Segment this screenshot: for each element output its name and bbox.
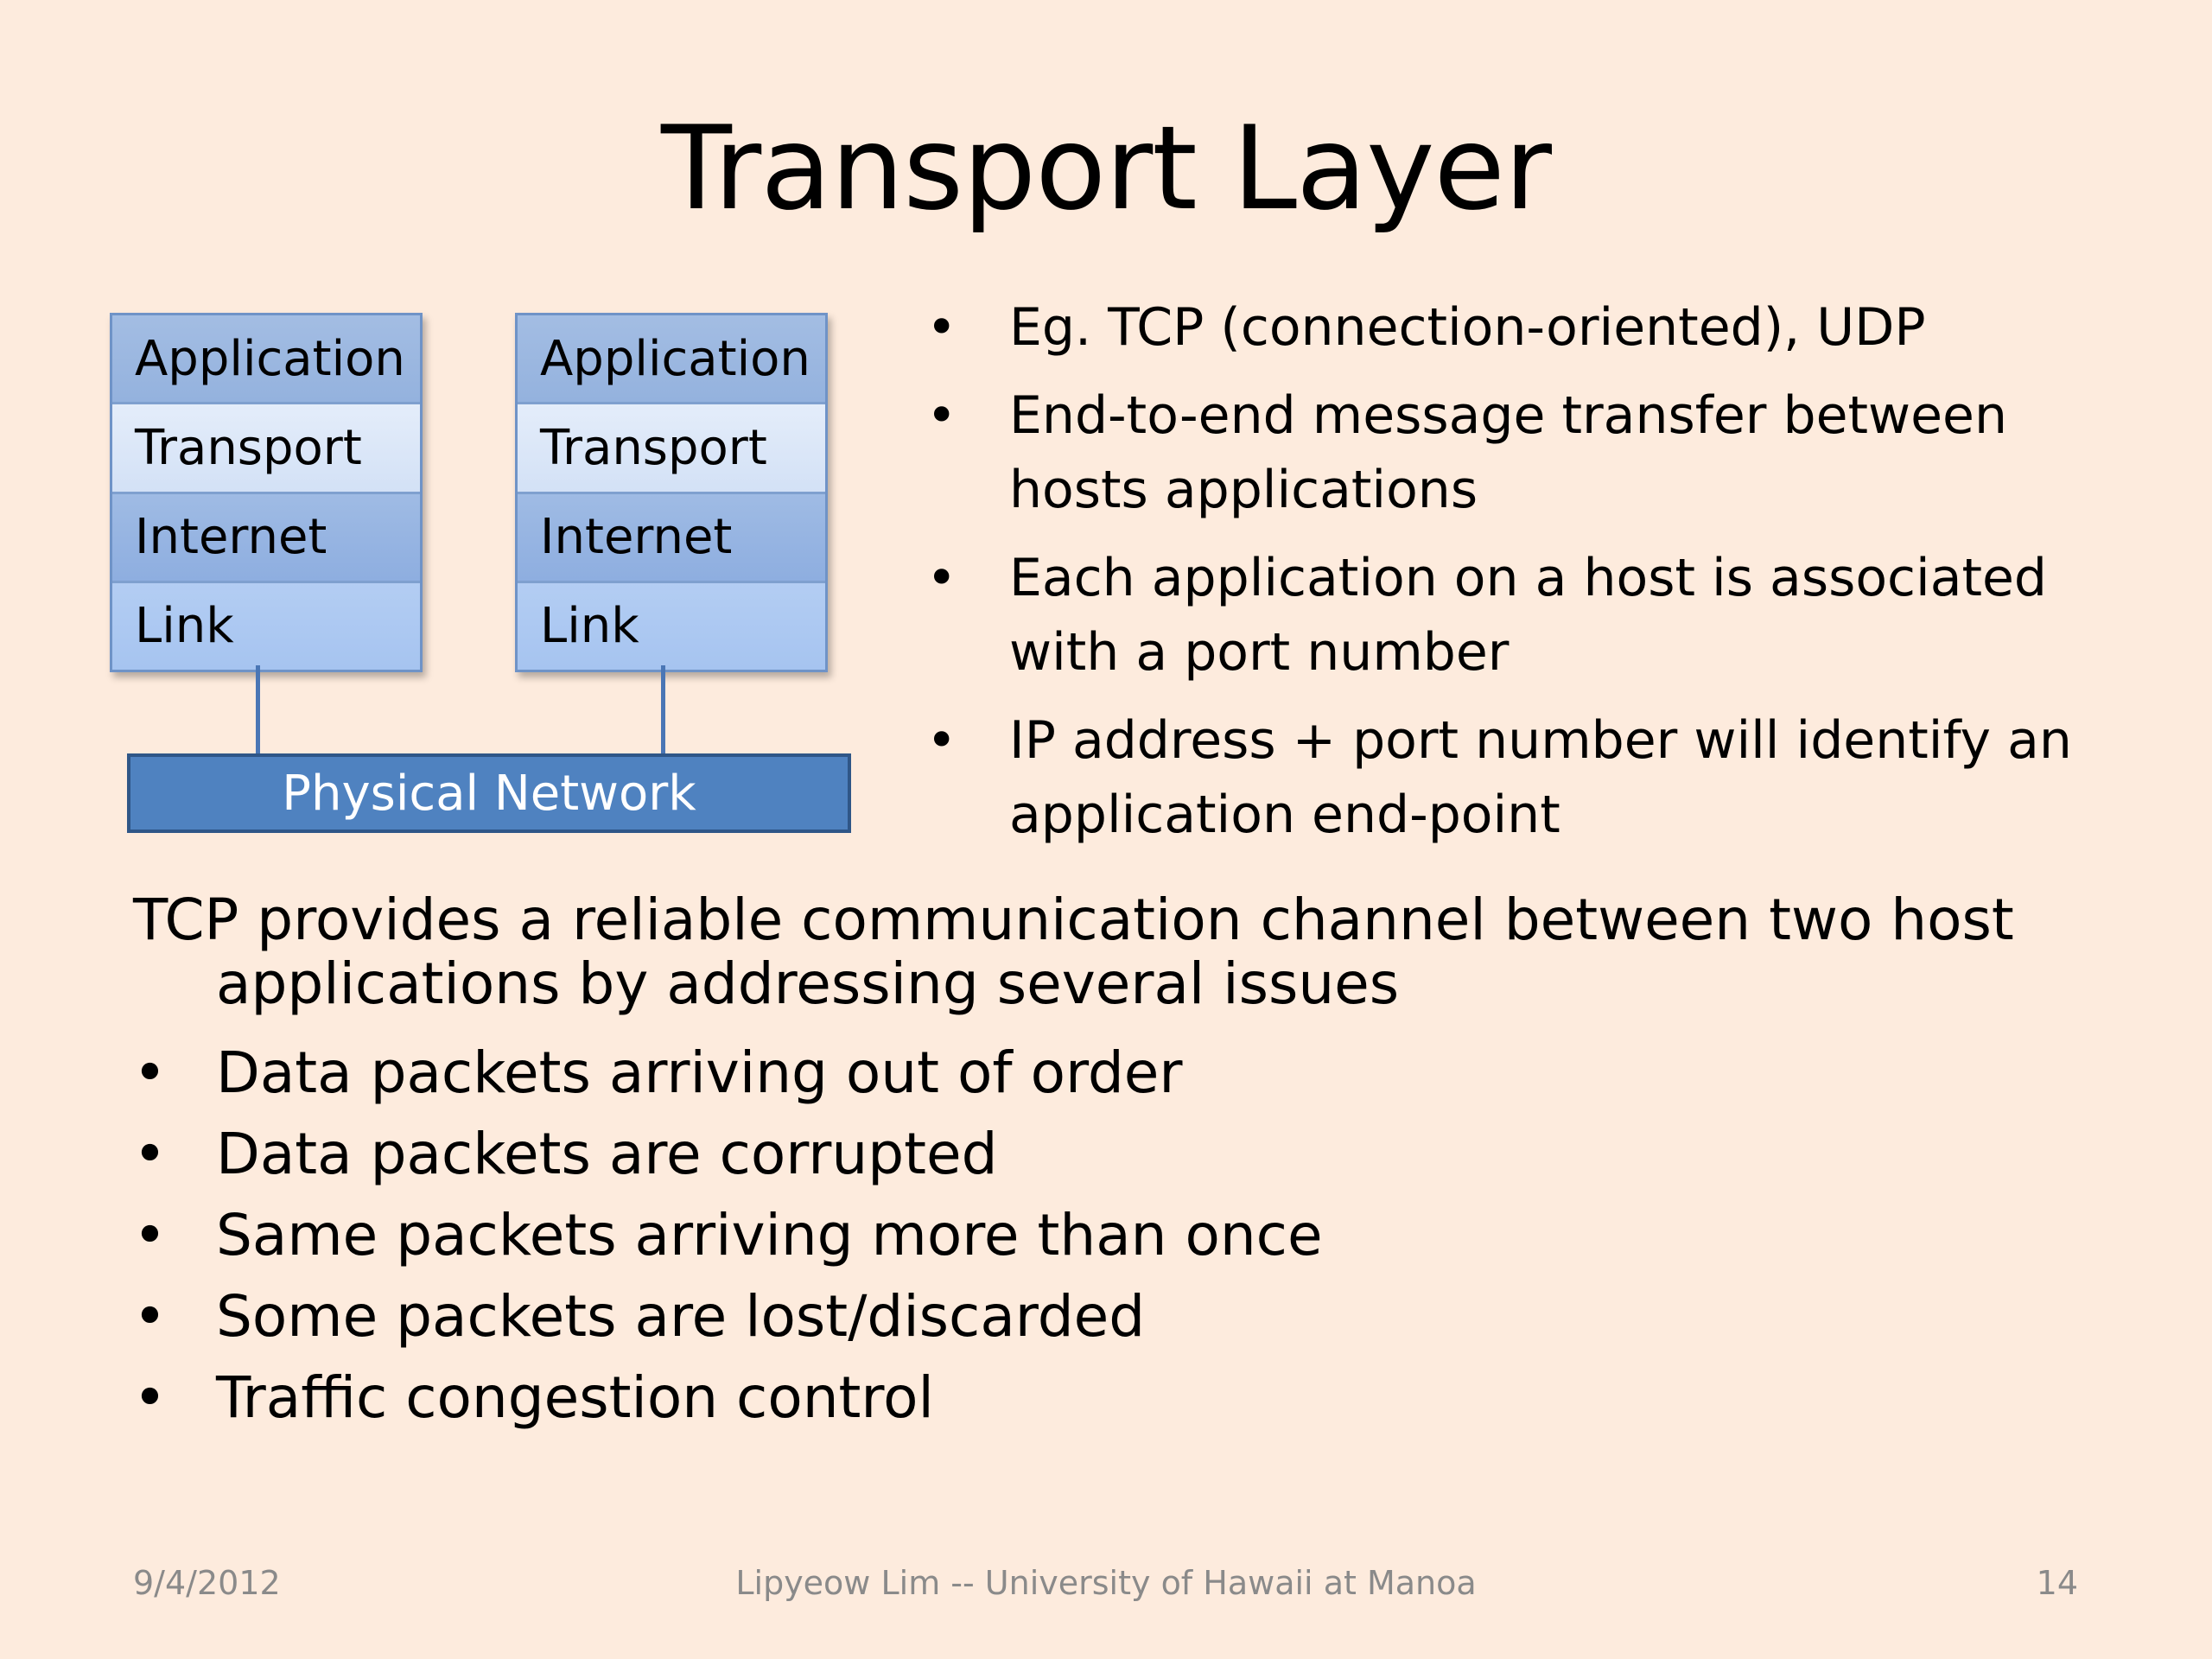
physical-network-bar: Physical Network [127,753,851,833]
right-bullet-item: • Each application on a host is associat… [923,541,2150,690]
tcp-issue-text: Data packets are corrupted [216,1121,998,1187]
bullet-dot: • [133,1202,167,1268]
connector-line-right [661,665,665,755]
stack-right-internet-layer: Internet [518,493,825,583]
tcp-issue-text: Traffic congestion control [216,1364,934,1431]
right-bullet-item: • Eg. TCP (connection-oriented), UDP [923,290,2150,365]
footer-page-number: 14 [2036,1564,2078,1602]
tcp-issue-text: Some packets are lost/discarded [216,1283,1146,1350]
protocol-stack-right: Application Transport Internet Link [515,313,828,672]
tcp-issue-item: • Data packets are corrupted [133,1114,2120,1195]
tcp-intro-line-2: applications by addressing several issue… [216,950,1400,1017]
stack-left-transport-layer: Transport [112,404,420,494]
right-bullet-item: • End-to-end message transfer between ho… [923,378,2150,527]
slide-title: Transport Layer [661,101,1552,236]
stack-left-application-layer: Application [112,315,420,405]
connector-line-left [256,665,260,755]
stack-right-link-layer: Link [518,582,825,670]
bullet-dot: • [926,548,957,608]
footer-author: Lipyeow Lim -- University of Hawaii at M… [735,1564,1477,1602]
stack-right-transport-layer: Transport [518,404,825,494]
tcp-issue-item: • Traffic congestion control [133,1357,2120,1439]
tcp-issue-item: • Some packets are lost/discarded [133,1276,2120,1357]
bullet-dot: • [133,1283,167,1350]
tcp-issue-text: Same packets arriving more than once [216,1202,1323,1268]
bullet-dot: • [926,710,957,771]
bullet-dot: • [926,385,957,446]
stack-left-internet-layer: Internet [112,493,420,583]
right-bullet-text: Each application on a host is associated… [1009,548,2047,683]
right-bullet-text: IP address + port number will identify a… [1009,710,2072,845]
stack-right-application-layer: Application [518,315,825,405]
tcp-issue-text: Data packets arriving out of order [216,1039,1183,1106]
tcp-issue-item: • Same packets arriving more than once [133,1195,2120,1276]
right-bullet-list: • Eg. TCP (connection-oriented), UDP • E… [923,290,2150,866]
stack-left-link-layer: Link [112,582,420,670]
right-bullet-text: Eg. TCP (connection-oriented), UDP [1009,297,1926,358]
tcp-issues-list: • Data packets arriving out of order • D… [133,1033,2120,1439]
footer-date: 9/4/2012 [133,1564,281,1602]
bullet-dot: • [133,1364,167,1431]
tcp-issue-item: • Data packets arriving out of order [133,1033,2120,1114]
tcp-intro-paragraph: TCP provides a reliable communication ch… [133,888,2120,1016]
bullet-dot: • [133,1039,167,1106]
bullet-dot: • [926,297,957,358]
tcp-intro-line-1: TCP provides a reliable communication ch… [133,887,2014,953]
bullet-dot: • [133,1121,167,1187]
protocol-stack-left: Application Transport Internet Link [110,313,423,672]
right-bullet-text: End-to-end message transfer between host… [1009,385,2007,520]
right-bullet-item: • IP address + port number will identify… [923,703,2150,852]
